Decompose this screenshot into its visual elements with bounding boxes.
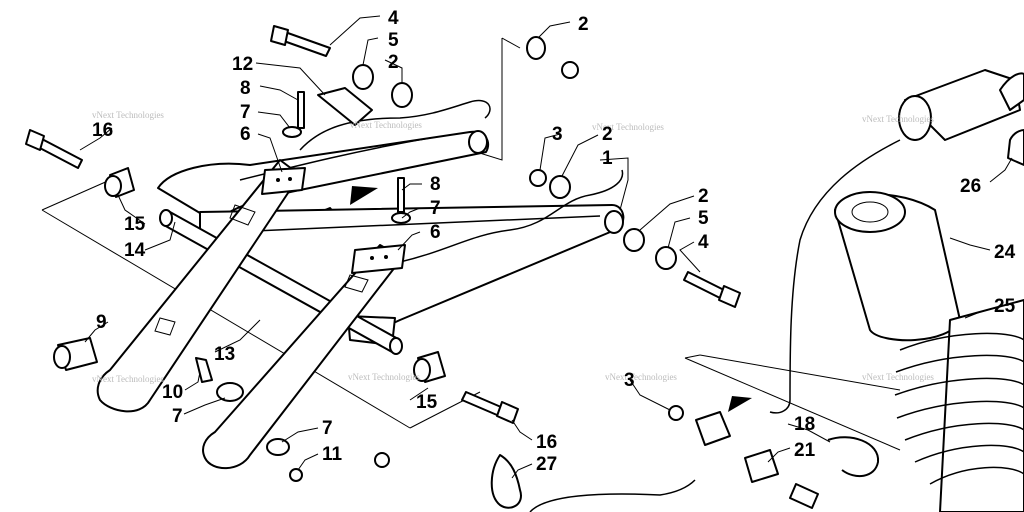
watermark-text: vNext Technologies — [592, 122, 664, 132]
callout-26: 26 — [960, 176, 981, 197]
callout-2: 2 — [602, 124, 613, 145]
callout-5: 5 — [388, 30, 399, 51]
watermark-text: vNext Technologies — [348, 372, 420, 382]
callout-2: 2 — [698, 186, 709, 207]
limiter-strap — [490, 139, 901, 512]
callout-15: 15 — [416, 392, 438, 413]
watermark-text: vNext Technologies — [862, 372, 934, 382]
callout-21: 21 — [794, 440, 816, 461]
bolts — [25, 25, 819, 509]
callout-9: 9 — [96, 312, 107, 333]
callout-7: 7 — [172, 406, 183, 427]
callout-27: 27 — [536, 454, 557, 475]
callout-2: 2 — [388, 52, 399, 73]
callout-11: 11 — [322, 444, 343, 465]
callout-6: 6 — [430, 222, 441, 243]
callout-10: 10 — [162, 382, 183, 403]
callout-4: 4 — [698, 232, 709, 253]
callout-12: 12 — [232, 54, 253, 75]
callout-3: 3 — [624, 370, 635, 391]
callout-3: 3 — [552, 124, 563, 145]
callout-25: 25 — [994, 296, 1016, 317]
reference-lines — [41, 37, 901, 451]
watermarks: vNext Technologies vNext Technologies vN… — [92, 110, 934, 384]
direction-arrows — [350, 186, 752, 412]
left-rail-arm — [96, 159, 301, 413]
callout-5: 5 — [698, 208, 709, 229]
watermark-text: vNext Technologies — [92, 110, 164, 120]
callout-13: 13 — [214, 344, 235, 365]
callout-7: 7 — [322, 418, 333, 439]
watermark-text: vNext Technologies — [350, 120, 422, 130]
nuts-and-washers — [216, 61, 684, 482]
callout-2: 2 — [578, 14, 589, 35]
watermark-text: vNext Technologies — [92, 374, 164, 384]
brackets — [261, 167, 406, 274]
right-rail-arm — [202, 244, 403, 470]
shock-absorber — [834, 69, 1024, 512]
callout-24: 24 — [994, 242, 1016, 263]
leader-lines — [79, 15, 1013, 479]
callout-1: 1 — [602, 148, 613, 169]
callout-15: 15 — [124, 214, 146, 235]
callout-7: 7 — [240, 102, 251, 123]
callout-16: 16 — [536, 432, 557, 453]
watermark-text: vNext Technologies — [862, 114, 934, 124]
callout-labels: 4 5 2 2 3 2 1 2 5 4 12 8 7 6 8 7 6 16 15… — [92, 8, 1016, 475]
callout-16: 16 — [92, 120, 113, 141]
callout-18: 18 — [794, 414, 815, 435]
callout-8: 8 — [240, 78, 251, 99]
callout-14: 14 — [124, 240, 146, 261]
callout-8: 8 — [430, 174, 441, 195]
bushings — [53, 36, 677, 383]
callout-7: 7 — [430, 198, 441, 219]
callout-4: 4 — [388, 8, 399, 29]
callout-6: 6 — [240, 124, 251, 145]
watermark-text: vNext Technologies — [605, 372, 677, 382]
